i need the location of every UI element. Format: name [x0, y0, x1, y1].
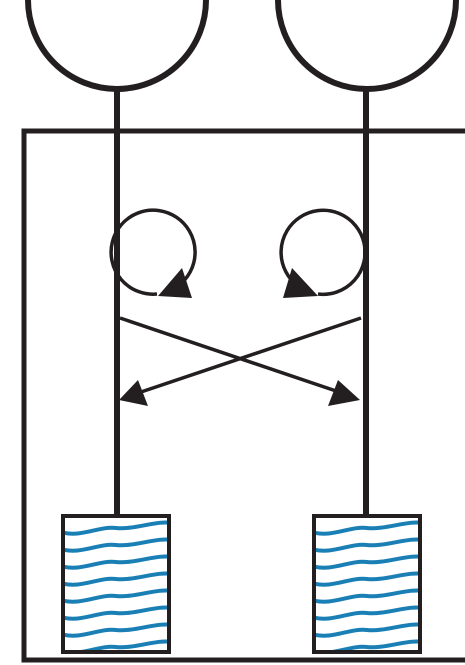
- left-water-tank-icon: [61, 514, 171, 654]
- water-wave-line: [64, 605, 168, 621]
- water-wave-line: [64, 537, 168, 553]
- exchange-arrow-left-to-right: [119, 316, 360, 406]
- right-pulley-wheel-icon: [275, 0, 459, 92]
- water-wave-line: [315, 520, 419, 536]
- water-wave-line: [64, 639, 168, 651]
- left-pulley-wheel-icon: [25, 0, 209, 92]
- water-wave-line: [64, 622, 168, 638]
- frame: [21, 128, 465, 663]
- water-wave-line: [315, 639, 419, 651]
- water-wave-line: [64, 588, 168, 604]
- left-rotation-arrow-icon: [109, 208, 197, 298]
- water-wave-line: [315, 605, 419, 621]
- water-wave-line: [315, 571, 419, 587]
- water-wave-line: [315, 588, 419, 604]
- water-wave-line: [64, 554, 168, 570]
- water-wave-line: [64, 520, 168, 536]
- exchange-arrow-right-to-left: [119, 316, 362, 406]
- water-wave-line: [315, 537, 419, 553]
- right-water-tank-icon: [312, 514, 422, 654]
- water-wave-line: [315, 622, 419, 638]
- water-wave-line: [64, 571, 168, 587]
- right-rotation-arrow-icon: [279, 208, 367, 298]
- water-wave-line: [315, 554, 419, 570]
